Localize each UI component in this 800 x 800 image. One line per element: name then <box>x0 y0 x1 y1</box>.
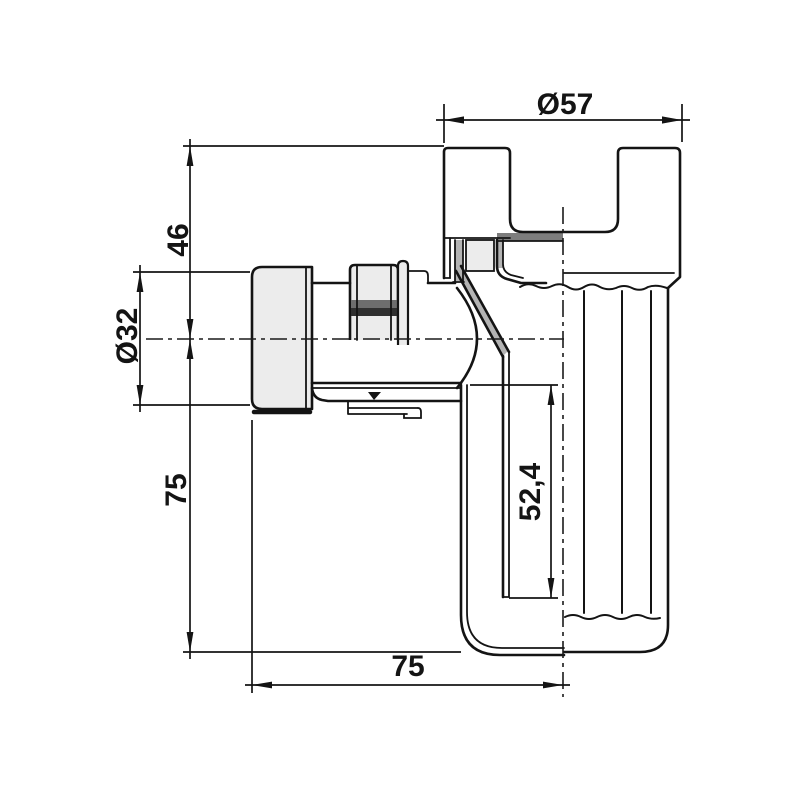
dim-label-75v: 75 <box>160 473 193 506</box>
bracket-clip <box>310 386 463 419</box>
collar-wall-shade <box>497 240 503 268</box>
nut-facet-band-mid <box>351 300 397 308</box>
collar-left-step <box>495 238 548 285</box>
dimension-upper-height: 46 <box>162 139 444 339</box>
channel-outer-wall <box>459 383 566 657</box>
channel-inner-wall-inner-edge <box>502 351 510 598</box>
nut-flange <box>396 259 410 345</box>
funnel-outer-edge <box>459 264 511 354</box>
clip-hook <box>403 407 422 419</box>
clip-bars <box>347 400 419 415</box>
arrow-bottom-524 <box>547 578 555 598</box>
cup-step-block <box>465 239 495 272</box>
extension-lines-d32 <box>133 271 250 406</box>
pipe-dome-end <box>455 286 479 390</box>
down-channel <box>459 351 566 657</box>
channel-outer-wall-inner-edge <box>466 384 565 649</box>
dimension-inlet-diameter: Ø32 <box>111 265 250 412</box>
arrow-bottom-75v <box>186 632 194 652</box>
funnel-wall-shade <box>456 266 508 356</box>
dim-label-75h: 75 <box>391 650 424 683</box>
body-break-line-top <box>519 283 668 291</box>
pipe-step-shelf <box>407 270 429 284</box>
dim-label-46: 46 <box>162 223 195 256</box>
socket-outline <box>250 265 314 411</box>
arrow-top-524 <box>547 385 555 405</box>
dim-label-524: 52,4 <box>514 462 547 521</box>
inlet-pipe <box>310 270 463 389</box>
dim-label-d57: Ø57 <box>537 88 594 121</box>
extension-lines-d57 <box>443 104 683 143</box>
dimension-inner-depth: 52,4 <box>470 384 558 599</box>
lip-wall-shade <box>455 240 463 281</box>
arrow-left-75h <box>252 681 272 689</box>
nut-facet-edges <box>356 264 392 341</box>
dimension-lower-height: 75 <box>160 339 461 659</box>
arrow-right-75h <box>543 681 563 689</box>
gasket-shade <box>497 233 563 241</box>
arrow-top-75v <box>186 339 194 359</box>
cup-lip-bottom <box>443 237 451 279</box>
dim-label-d32: Ø32 <box>111 308 144 365</box>
clip-barb <box>368 392 381 400</box>
inlet-socket <box>250 265 314 415</box>
body-right-outline <box>562 286 670 654</box>
section-shading <box>455 233 563 356</box>
dimension-bottom-width: 75 <box>245 420 570 693</box>
arrow-right-d57 <box>662 116 682 124</box>
arrow-top-46 <box>186 146 194 166</box>
arrow-bottom-46 <box>186 319 194 339</box>
nut-facet-band-dark <box>351 308 397 316</box>
body-ribs <box>583 290 652 614</box>
ribbed-body <box>519 283 670 654</box>
extension-lines-524 <box>470 384 558 599</box>
cup-lip-edges <box>452 239 465 283</box>
elbow-transition <box>452 239 511 390</box>
dimension-top-outer-diameter: Ø57 <box>436 88 690 143</box>
funnel-inner-edge <box>454 269 505 359</box>
body-break-line-bottom <box>564 614 661 620</box>
top-cup <box>442 146 682 290</box>
bracket-shelf <box>310 386 463 403</box>
union-nut <box>348 259 410 345</box>
cup-outline <box>442 146 682 290</box>
centerlines <box>146 207 564 697</box>
collar-left-inner <box>502 239 524 279</box>
arrow-bottom-d32 <box>136 385 144 405</box>
arrow-top-d32 <box>136 272 144 292</box>
arrow-left-d57 <box>444 116 464 124</box>
